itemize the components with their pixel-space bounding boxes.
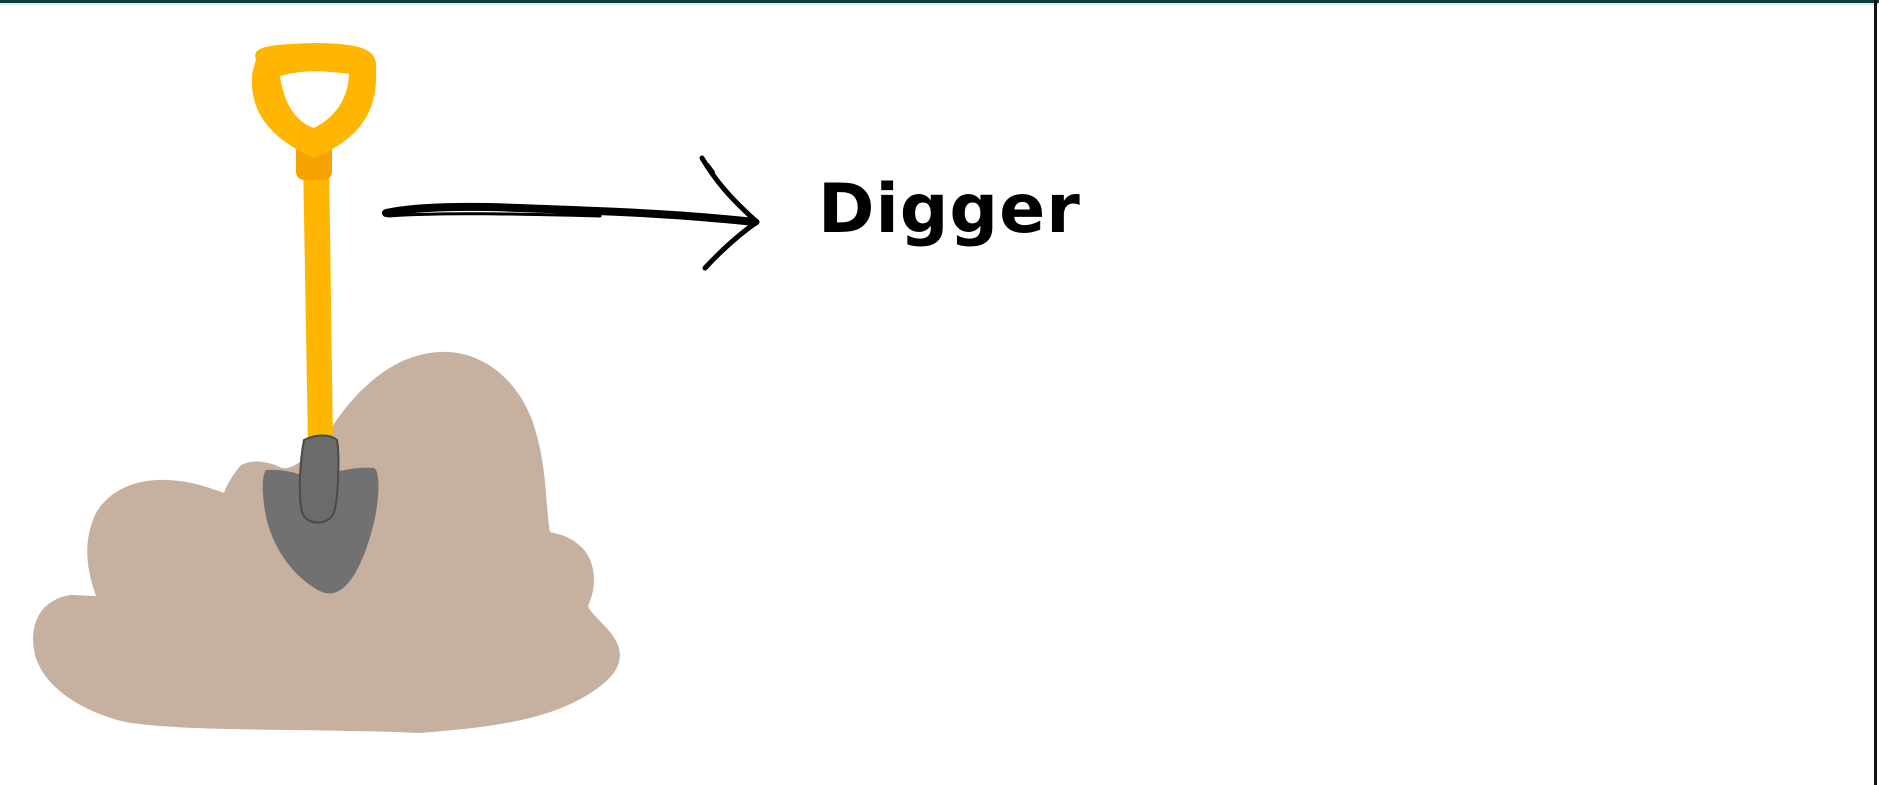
arrow-right-icon [382, 155, 760, 271]
frame-right-border [1874, 0, 1877, 785]
shovel-blade [262, 467, 379, 594]
digger-label: Digger [818, 170, 1081, 249]
frame-top-highlight [0, 3, 1879, 5]
shovel-shaft [303, 158, 333, 445]
shovel-socket [298, 434, 340, 524]
frame-top-border [0, 0, 1879, 3]
shovel-grip [251, 43, 377, 158]
